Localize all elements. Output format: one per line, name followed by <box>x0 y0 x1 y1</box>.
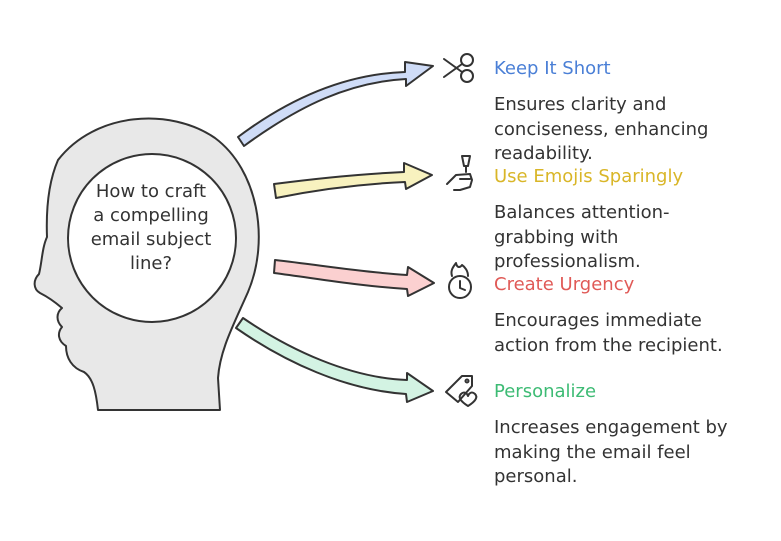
hand-icon <box>446 155 473 191</box>
item-desc-create-urgency: Encourages immediate action from the rec… <box>494 309 769 358</box>
question-line: email subject <box>90 229 212 250</box>
heart-tag-icon <box>445 375 478 407</box>
question-circle <box>67 153 237 323</box>
item-title-create-urgency: Create Urgency <box>494 274 635 295</box>
item-desc-use-emojis: Balances attention- grabbing with profes… <box>494 201 769 275</box>
desc-line: professionalism. <box>494 251 641 272</box>
item-desc-personalize: Increases engagement by making the email… <box>494 416 769 490</box>
desc-line: Encourages immediate <box>494 310 702 331</box>
arrow-keep-it-short <box>237 61 434 147</box>
central-question: How to craft a compelling email subject … <box>70 180 232 276</box>
desc-line: Ensures clarity and <box>494 94 667 115</box>
desc-line: conciseness, enhancing <box>494 118 709 140</box>
item-title-use-emojis: Use Emojis Sparingly <box>494 166 684 187</box>
arrow-personalize <box>235 317 434 403</box>
arrow-use-emojis <box>273 162 433 199</box>
desc-line: Balances attention- <box>494 202 670 223</box>
desc-line: readability. <box>494 143 593 164</box>
arrow-create-urgency <box>273 259 435 297</box>
question-line: How to craft <box>95 181 207 202</box>
scissors-icon <box>443 53 474 83</box>
item-title-personalize: Personalize <box>494 381 597 402</box>
item-desc-keep-it-short: Ensures clarity and conciseness, enhanci… <box>494 93 769 167</box>
fire-clock-icon <box>448 262 472 299</box>
item-title-keep-it-short: Keep It Short <box>494 58 611 79</box>
question-line: line? <box>129 253 173 274</box>
desc-line: action from the recipient. <box>494 334 723 356</box>
desc-line: personal. <box>494 466 578 487</box>
desc-line: making the email feel <box>494 441 691 463</box>
desc-line: grabbing with <box>494 226 619 248</box>
desc-line: Increases engagement by <box>494 417 728 438</box>
question-line: a compelling <box>93 205 209 226</box>
